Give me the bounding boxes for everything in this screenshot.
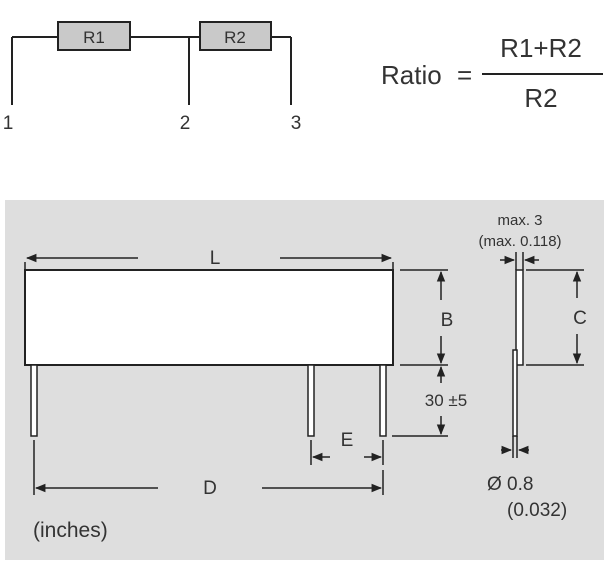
- resistor-r1: [57, 21, 131, 51]
- max-thickness-label: max. 3: [497, 212, 542, 229]
- dimension-E-label: E: [341, 430, 354, 451]
- dimension-L-label: L: [210, 248, 221, 269]
- side-view-body: [515, 269, 524, 366]
- dimension-lead-diameter: [501, 436, 529, 458]
- dimension-B: [400, 269, 448, 366]
- dimension-E: [310, 440, 384, 465]
- ratio-label: Ratio: [381, 60, 442, 90]
- ratio-denominator: R2: [524, 83, 557, 113]
- dimension-C: [526, 269, 584, 366]
- lead-middle: [307, 364, 315, 437]
- dimension-B-label: B: [441, 310, 454, 331]
- ratio-numerator: R1+R2: [500, 33, 582, 63]
- side-view-lead: [512, 349, 518, 437]
- resistor-r2: [199, 21, 272, 51]
- ratio-equals: =: [457, 60, 472, 90]
- circuit-schematic: [11, 36, 292, 105]
- lead-length-label: 30 ±5: [425, 391, 467, 410]
- resistor-body: [24, 269, 394, 366]
- resistor-r1-label: R1: [83, 28, 105, 47]
- terminal-3-label: 3: [291, 113, 302, 134]
- lead-left: [30, 364, 38, 437]
- dimension-C-label: C: [573, 308, 587, 329]
- terminal-1-label: 1: [3, 113, 14, 134]
- dimension-D-label: D: [203, 478, 217, 499]
- units-note: (inches): [33, 519, 108, 542]
- lead-diameter-label: Ø 0.8: [487, 474, 533, 495]
- resistor-r2-label: R2: [224, 28, 246, 47]
- dimension-lead-length: [392, 365, 448, 437]
- max-thickness-inches-label: (max. 0.118): [478, 233, 561, 250]
- dimension-L: [24, 253, 394, 270]
- leads: [30, 364, 387, 437]
- side-view: [512, 269, 524, 437]
- terminal-2-label: 2: [180, 113, 191, 134]
- dimension-D: [33, 440, 384, 495]
- lead-right: [379, 364, 387, 437]
- dimension-thickness: [500, 252, 539, 270]
- lead-diameter-inches-label: (0.032): [507, 500, 567, 521]
